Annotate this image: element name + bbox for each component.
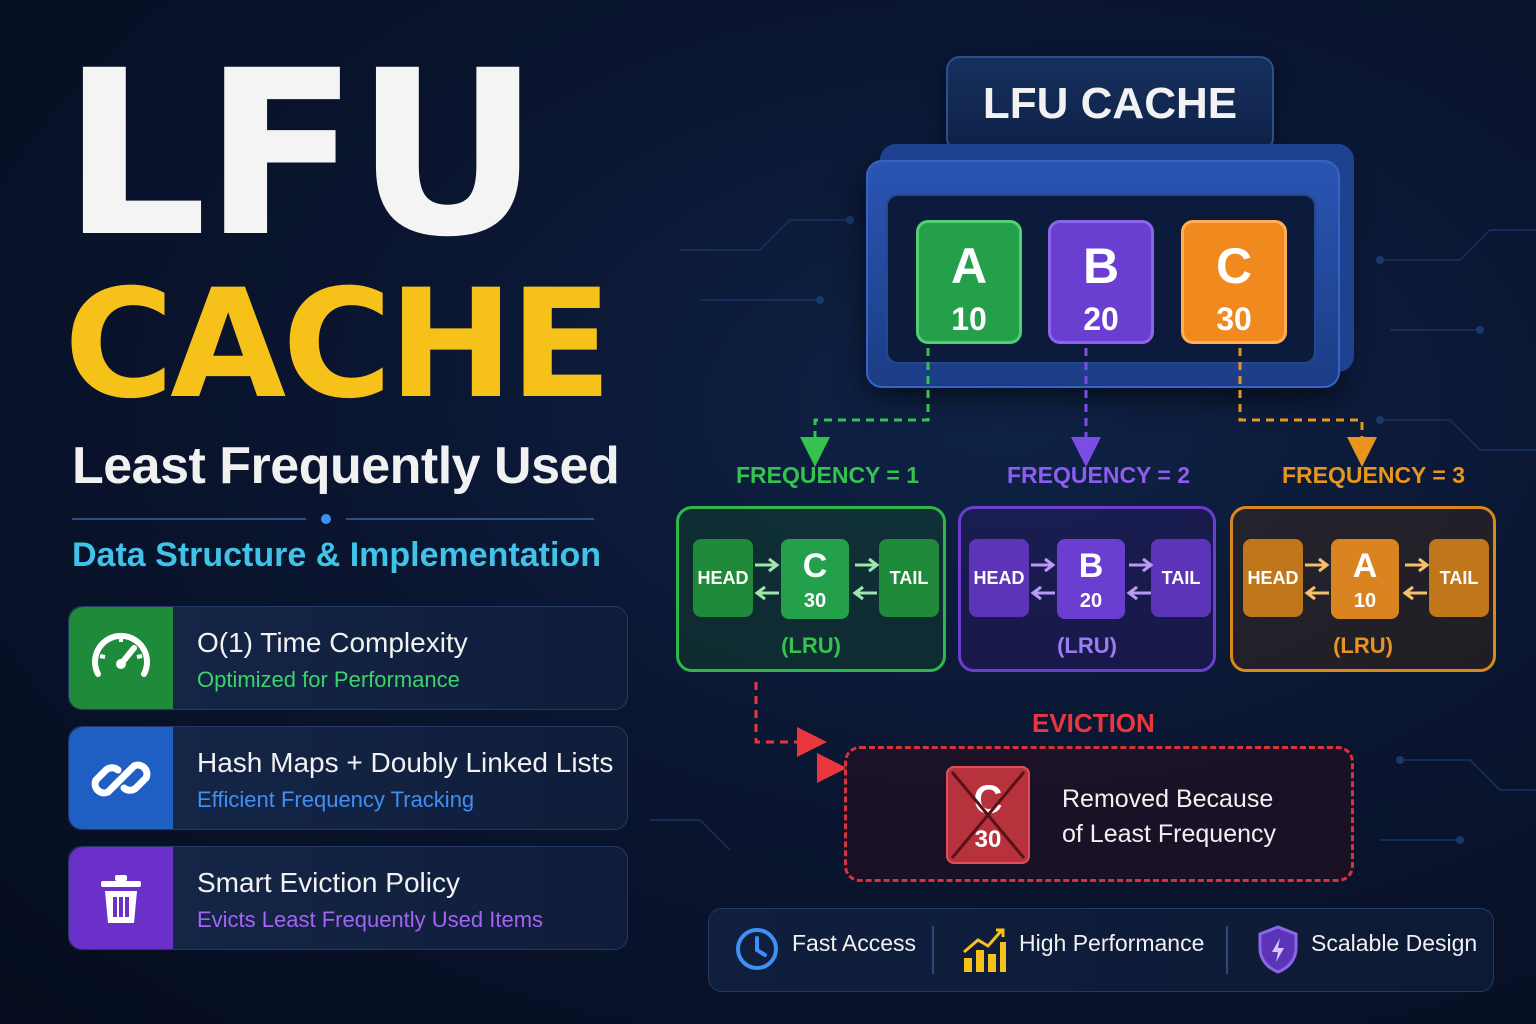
node-value: 20 [1079, 590, 1103, 612]
lru-note: (LRU) [1333, 633, 1393, 658]
lru-note: (LRU) [1057, 633, 1117, 658]
tail-node: TAIL [879, 539, 939, 617]
item-key: B [1082, 238, 1120, 294]
cache-item-a: A 10 [916, 220, 1022, 344]
link-arrows [754, 557, 880, 601]
frequency-list-1: HEAD C 30 TAIL (LRU) [676, 506, 946, 672]
node-key: A [1352, 547, 1378, 585]
eviction-line1: Removed Because [1062, 785, 1274, 813]
list-node-b: B 20 [1057, 539, 1125, 619]
frequency-label: FREQUENCY = 3 [1282, 462, 1465, 488]
list-node-c: C 30 [781, 539, 849, 619]
benefits-bar [708, 908, 1494, 992]
eviction-reason: Removed Because of Least Frequency [1062, 782, 1276, 852]
node-key: B [1078, 547, 1104, 585]
feature-subtitle: Evicts Least Frequently Used Items [197, 907, 544, 932]
eviction-box [844, 746, 1354, 882]
feature-subtitle: Optimized for Performance [197, 667, 460, 692]
tail-node: TAIL [1429, 539, 1489, 617]
head-node: HEAD [693, 539, 753, 617]
item-value: 10 [951, 301, 987, 337]
eviction-line2: of Least Frequency [1062, 820, 1277, 848]
link-icon [69, 727, 173, 829]
speedometer-icon [69, 607, 173, 709]
eviction-label: EVICTION [1032, 708, 1155, 738]
node-key: C [802, 547, 828, 585]
cache-label: LFU CACHE [946, 56, 1274, 152]
head-node: HEAD [1243, 539, 1303, 617]
feature-title: Hash Maps + Doubly Linked Lists [197, 747, 614, 778]
link-arrows [1304, 557, 1430, 601]
head-node: HEAD [969, 539, 1029, 617]
cache-item-b: B 20 [1048, 220, 1154, 344]
frequency-list-3: HEAD A 10 TAIL (LRU) [1230, 506, 1496, 672]
feature-card-structures: Hash Maps + Doubly Linked Lists Efficien… [68, 726, 628, 830]
trash-icon [69, 847, 173, 949]
feature-card-complexity: O(1) Time Complexity Optimized for Perfo… [68, 606, 628, 710]
feature-title: Smart Eviction Policy [197, 867, 460, 898]
node-value: 10 [1353, 590, 1377, 612]
cache-item-c: C 30 [1181, 220, 1287, 344]
node-value: 30 [803, 590, 827, 612]
separator [932, 926, 934, 974]
frequency-label: FREQUENCY = 1 [736, 462, 919, 488]
item-key: C [1215, 238, 1253, 294]
feature-title: O(1) Time Complexity [197, 627, 468, 658]
separator [1226, 926, 1228, 974]
shield-icon [1258, 925, 1298, 974]
divider [72, 514, 594, 524]
item-value: 30 [1216, 301, 1252, 337]
title-cache: CACHE [64, 258, 612, 432]
item-key: A [950, 238, 988, 294]
title-lfu: LFU [62, 21, 540, 287]
list-node-a: A 10 [1331, 539, 1399, 619]
item-value: 20 [1083, 301, 1119, 337]
lru-note: (LRU) [781, 633, 841, 658]
frequency-label: FREQUENCY = 2 [1007, 462, 1190, 488]
item-value: 30 [974, 826, 1002, 853]
evicted-item: C 30 [946, 766, 1030, 864]
link-arrows [1030, 557, 1154, 601]
subtitle: Least Frequently Used [72, 437, 620, 495]
benefit-label: Scalable Design [1311, 930, 1478, 956]
feature-card-eviction: Smart Eviction Policy Evicts Least Frequ… [68, 846, 628, 950]
tail-node: TAIL [1151, 539, 1211, 617]
frequency-list-2: HEAD B 20 TAIL (LRU) [958, 506, 1216, 672]
benefit-label: High Performance [1019, 930, 1205, 956]
clock-icon [736, 928, 778, 970]
feature-subtitle: Efficient Frequency Tracking [197, 787, 475, 812]
benefit-label: Fast Access [792, 930, 916, 956]
section-heading: Data Structure & Implementation [72, 536, 601, 574]
bar-chart-icon [963, 928, 1006, 972]
cross-icon [950, 771, 1026, 859]
